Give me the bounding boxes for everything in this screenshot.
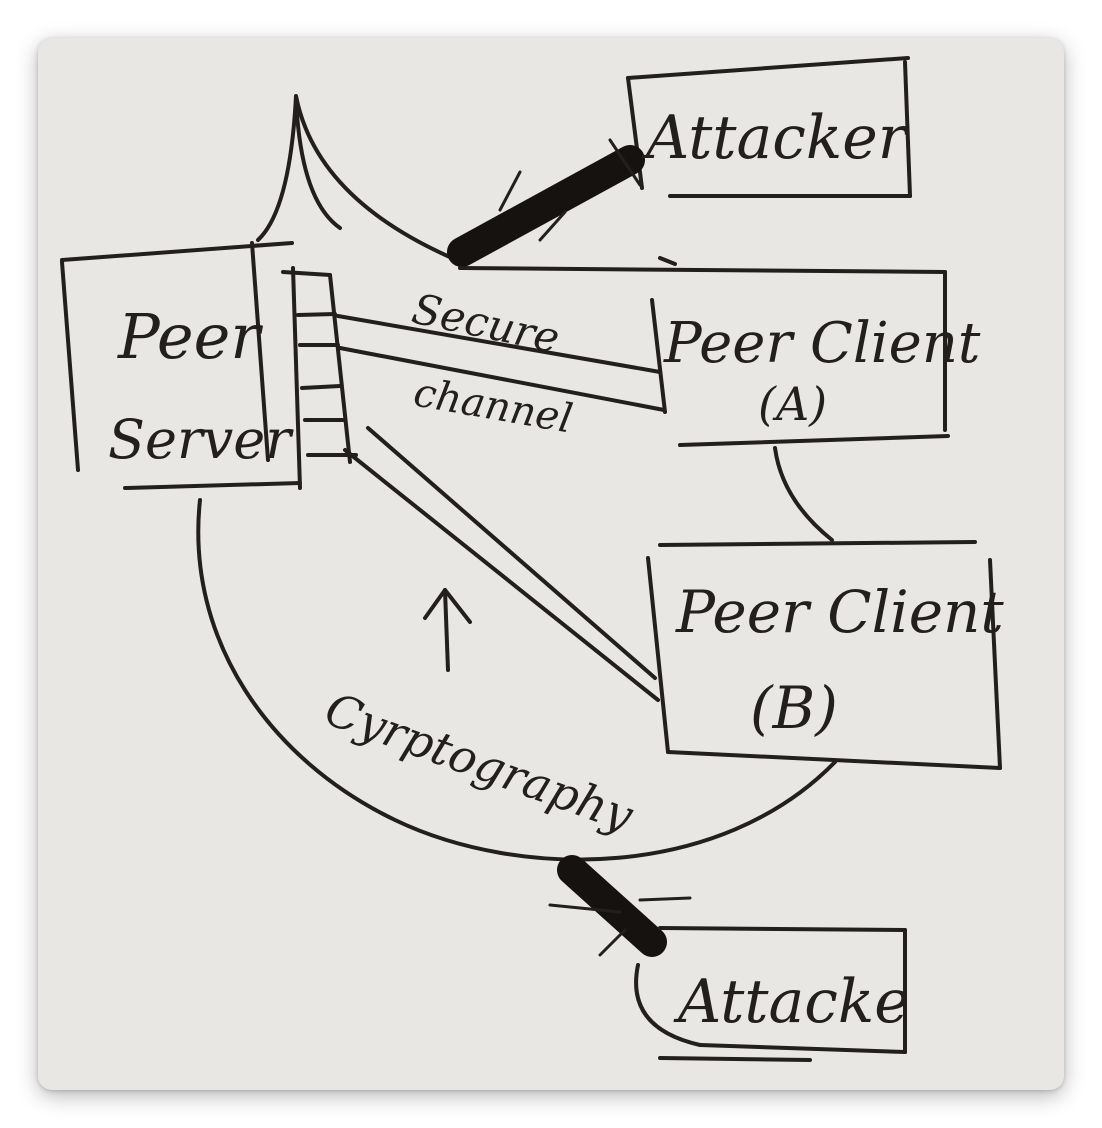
paper-sheet: Attacker Peer Server Secure channel Peer… [38, 38, 1064, 1090]
attacker-bottom-label: Attacke [673, 967, 910, 1037]
cryptography-label: Cyrptography [318, 682, 641, 843]
attack-link-bottom [548, 855, 692, 957]
attack-link-top [447, 138, 645, 267]
peer-server-box [60, 241, 302, 490]
up-arrow-icon [423, 588, 472, 672]
client-a-to-b-connector [773, 446, 834, 542]
peer-client-b-box [646, 540, 1002, 770]
peer-client-b-label-line1: Peer Client [675, 578, 1004, 646]
peer-client-a-label-line2: (A) [758, 377, 827, 431]
secure-channel-lines [336, 314, 666, 412]
peer-server-label-line2: Server [108, 408, 294, 471]
channel-label: channel [410, 370, 576, 443]
crypto-channel-lines [343, 426, 660, 702]
attacker-bottom-box [634, 926, 907, 1062]
peer-client-b-label-line2: (B) [750, 674, 838, 742]
attacker-top-label: Attacker [641, 103, 910, 173]
hand-drawn-diagram: Attacker Peer Server Secure channel Peer… [60, 56, 1004, 1062]
peer-client-a-label-line1: Peer Client [663, 311, 981, 376]
peer-client-a-box [458, 256, 950, 447]
secure-label: Secure [408, 284, 564, 363]
peer-server-label-line1: Peer [117, 300, 263, 373]
cryptography-arc [196, 498, 837, 862]
tent-peak-shape [256, 94, 454, 260]
secure-channel-ladder [281, 266, 358, 490]
